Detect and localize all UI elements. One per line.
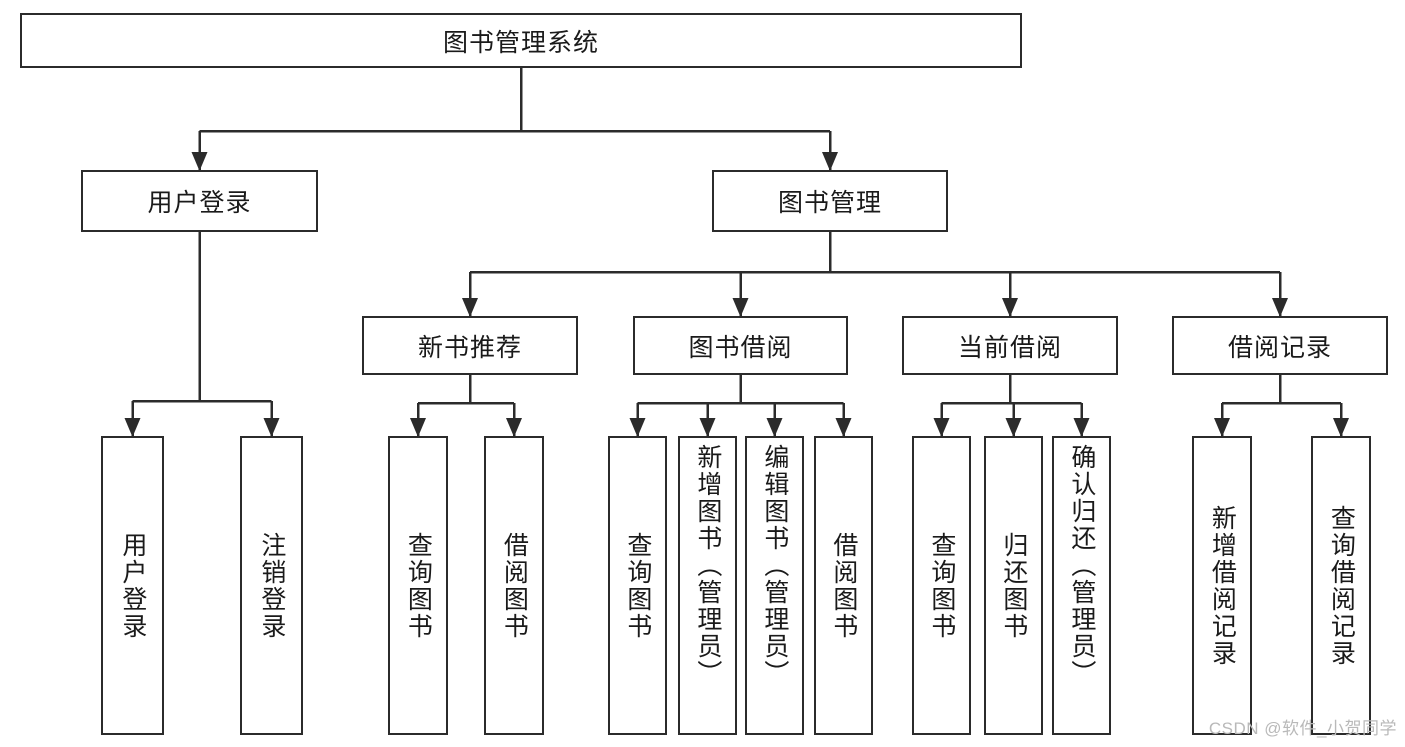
node-current[interactable]: 当前借阅 xyxy=(902,316,1118,375)
node-bookmgmt[interactable]: 图书管理 xyxy=(712,170,948,232)
edge-arrowhead xyxy=(1272,298,1288,317)
node-label: 新增借阅记录 xyxy=(1208,504,1237,667)
node-label-wrap: 编辑图书（管理员） xyxy=(747,438,802,739)
node-label-wrap: 归还图书 xyxy=(986,438,1041,733)
node-label-wrap: 借阅图书 xyxy=(486,438,542,733)
node-label: 图书管理系统 xyxy=(442,28,599,57)
node-l_nb_query[interactable]: 查询图书 xyxy=(388,436,448,735)
edge-arrowhead xyxy=(629,418,646,437)
node-label: 借阅图书 xyxy=(829,531,858,640)
node-label-wrap: 注销登录 xyxy=(242,438,301,733)
node-l_c_query[interactable]: 查询图书 xyxy=(912,436,971,735)
node-l_b_query[interactable]: 查询图书 xyxy=(608,436,667,735)
edge-arrowhead xyxy=(1073,418,1090,437)
node-label-wrap: 查询图书 xyxy=(914,438,969,733)
node-label-wrap: 确认归还（管理员） xyxy=(1054,438,1109,739)
node-l_b_edit[interactable]: 编辑图书（管理员） xyxy=(745,436,804,735)
node-label-wrap: 新增借阅记录 xyxy=(1194,438,1250,733)
edge-arrowhead xyxy=(1214,418,1230,437)
node-l_c_confirm[interactable]: 确认归还（管理员） xyxy=(1052,436,1111,735)
watermark-label: CSDN @软件_小贺同学 xyxy=(1208,719,1397,738)
edge-arrowhead xyxy=(1002,298,1018,317)
edge-arrowhead xyxy=(191,152,208,171)
node-label: 图书管理 xyxy=(777,189,882,217)
edge-arrowhead xyxy=(822,152,838,171)
edge-arrowhead xyxy=(835,418,852,437)
node-label: 查询借阅记录 xyxy=(1327,504,1356,667)
node-label-wrap: 查询借阅记录 xyxy=(1313,438,1369,733)
node-label: 用户登录 xyxy=(147,189,252,217)
edge-arrowhead xyxy=(1333,418,1349,437)
node-l_r_query[interactable]: 查询借阅记录 xyxy=(1311,436,1371,735)
node-label: 归还图书 xyxy=(999,531,1028,640)
node-label: 借阅图书 xyxy=(500,531,529,640)
edge-arrowhead xyxy=(263,418,280,437)
node-l_nb_borrow[interactable]: 借阅图书 xyxy=(484,436,544,735)
node-label: 当前借阅 xyxy=(957,333,1062,362)
node-label: 图书借阅 xyxy=(688,333,793,362)
node-root[interactable]: 图书管理系统 xyxy=(20,13,1022,68)
edge-arrowhead xyxy=(506,418,522,437)
node-records[interactable]: 借阅记录 xyxy=(1172,316,1388,375)
node-borrow[interactable]: 图书借阅 xyxy=(633,316,848,375)
edge-arrowhead xyxy=(699,418,716,437)
node-label: 编辑图书（管理员） xyxy=(760,444,789,687)
edge-arrowhead xyxy=(410,418,426,437)
node-label-wrap: 用户登录 xyxy=(103,438,162,733)
edge-arrowhead xyxy=(124,418,141,437)
node-label: 查询图书 xyxy=(927,531,956,640)
node-l_r_add[interactable]: 新增借阅记录 xyxy=(1192,436,1252,735)
node-label-wrap: 新增图书（管理员） xyxy=(680,438,735,739)
node-l_logout[interactable]: 注销登录 xyxy=(240,436,303,735)
node-label: 新书推荐 xyxy=(417,333,522,362)
node-label-wrap: 查询图书 xyxy=(390,438,446,733)
edge-arrowhead xyxy=(732,298,749,317)
node-label: 借阅记录 xyxy=(1227,333,1332,362)
node-label: 查询图书 xyxy=(404,531,433,640)
edge-arrowhead xyxy=(462,298,478,317)
node-label-wrap: 借阅图书 xyxy=(816,438,871,733)
edge-arrowhead xyxy=(933,418,950,437)
node-label: 新增图书（管理员） xyxy=(693,444,722,687)
node-label: 注销登录 xyxy=(257,531,286,640)
edge-arrowhead xyxy=(1005,418,1022,437)
node-label: 查询图书 xyxy=(623,531,652,640)
node-l_b_borrow[interactable]: 借阅图书 xyxy=(814,436,873,735)
node-label: 用户登录 xyxy=(118,531,147,640)
node-newbook[interactable]: 新书推荐 xyxy=(362,316,578,375)
node-l_c_return[interactable]: 归还图书 xyxy=(984,436,1043,735)
edge-arrowhead xyxy=(766,418,783,437)
node-l_b_add[interactable]: 新增图书（管理员） xyxy=(678,436,737,735)
node-l_userlogin[interactable]: 用户登录 xyxy=(101,436,164,735)
node-label: 确认归还（管理员） xyxy=(1067,444,1096,687)
node-login[interactable]: 用户登录 xyxy=(81,170,318,232)
node-label-wrap: 查询图书 xyxy=(610,438,665,733)
